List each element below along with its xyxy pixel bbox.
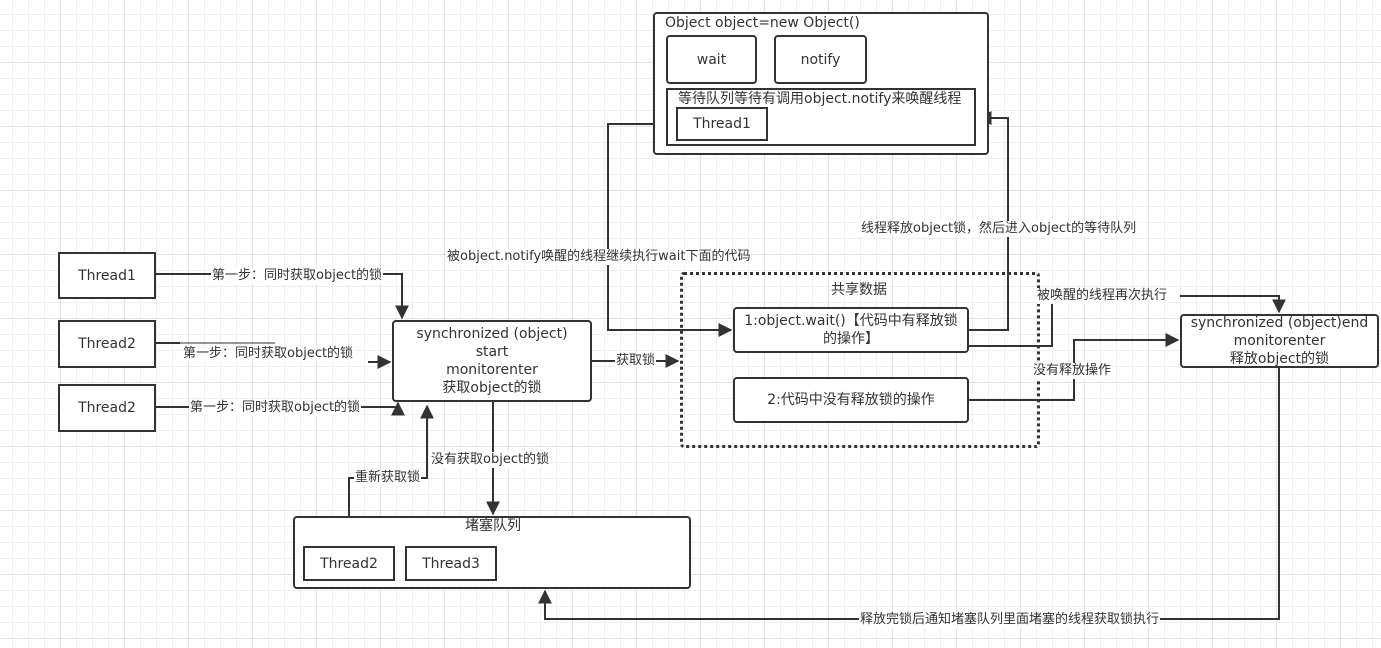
edge-label-thread1: 第一步：同时获取object的锁 [211, 268, 384, 284]
thread-node-3[interactable]: Thread2 [58, 384, 156, 432]
edge-notify-resume [607, 123, 733, 337]
thread-node-2[interactable]: Thread2 [58, 320, 156, 368]
wait-method-label: wait [696, 51, 727, 68]
notify-method-label: notify [800, 51, 841, 68]
wait-method-box[interactable]: wait [666, 35, 757, 84]
shared-item-no-release[interactable]: 2:代码中没有释放锁的操作 [733, 377, 969, 423]
thread-node-1[interactable]: Thread1 [58, 252, 156, 299]
edge-label-woken-rerun: 被唤醒的线程再次执行 [1036, 288, 1169, 304]
edge-label-no-release: 没有释放操作 [1032, 363, 1113, 379]
sync-end-box[interactable]: synchronized (object)end monitorenter 释放… [1180, 314, 1379, 368]
notify-method-box[interactable]: notify [774, 35, 867, 84]
edge-label-not-acquired: 没有获取object的锁 [430, 452, 551, 468]
blocking-queue-title: 堵塞队列 [465, 518, 521, 534]
sync-start-text: synchronized (object) start monitorenter… [416, 326, 568, 396]
shared-data-container: 共享数据 [680, 272, 1040, 448]
blocking-thread-label: Thread3 [422, 555, 480, 572]
blocking-thread-label: Thread2 [320, 555, 378, 572]
shared-item-no-release-text: 2:代码中没有释放锁的操作 [767, 392, 935, 408]
edge-label-acquire-lock: 获取锁 [615, 353, 657, 369]
blocking-thread-3[interactable]: Thread3 [405, 546, 497, 581]
shared-item-wait[interactable]: 1:object.wait()【代码中有释放锁 的操作】 [733, 307, 969, 353]
edge-woken-rerun-arrow [1180, 295, 1286, 314]
shared-data-title: 共享数据 [831, 282, 887, 298]
edge-woken-rerun [969, 296, 1053, 347]
thread-node-label: Thread2 [78, 336, 136, 352]
object-box-title: Object object=new Object() [665, 15, 860, 31]
edge-label-thread2b: 第一步：同时获取object的锁 [189, 400, 362, 416]
blocking-thread-2[interactable]: Thread2 [303, 546, 395, 581]
edge-label-reacquire: 重新获取锁 [354, 470, 422, 486]
edge-label-notify-blocked: 释放完锁后通知堵塞队列里面堵塞的线程获取锁执行 [859, 612, 1161, 628]
thread-node-label: Thread1 [78, 267, 136, 284]
thread-node-label: Thread2 [78, 400, 136, 416]
edge-label-release-enter-wait: 线程释放object锁，然后进入object的等待队列 [860, 221, 1138, 237]
edge-label-thread2a: 第一步：同时获取object的锁 [182, 346, 355, 362]
sync-end-text: synchronized (object)end monitorenter 释放… [1190, 315, 1369, 367]
wait-queue-title: 等待队列等待有调用object.notify来唤醒线程 [678, 91, 962, 107]
sync-start-box[interactable]: synchronized (object) start monitorenter… [392, 320, 592, 402]
shared-item-wait-text: 1:object.wait()【代码中有释放锁 的操作】 [744, 313, 958, 347]
wait-queue-thread-label: Thread1 [693, 116, 751, 132]
wait-queue-thread[interactable]: Thread1 [676, 107, 768, 141]
edge-label-notify-resume: 被object.notify唤醒的线程继续执行wait下面的代码 [446, 249, 752, 265]
